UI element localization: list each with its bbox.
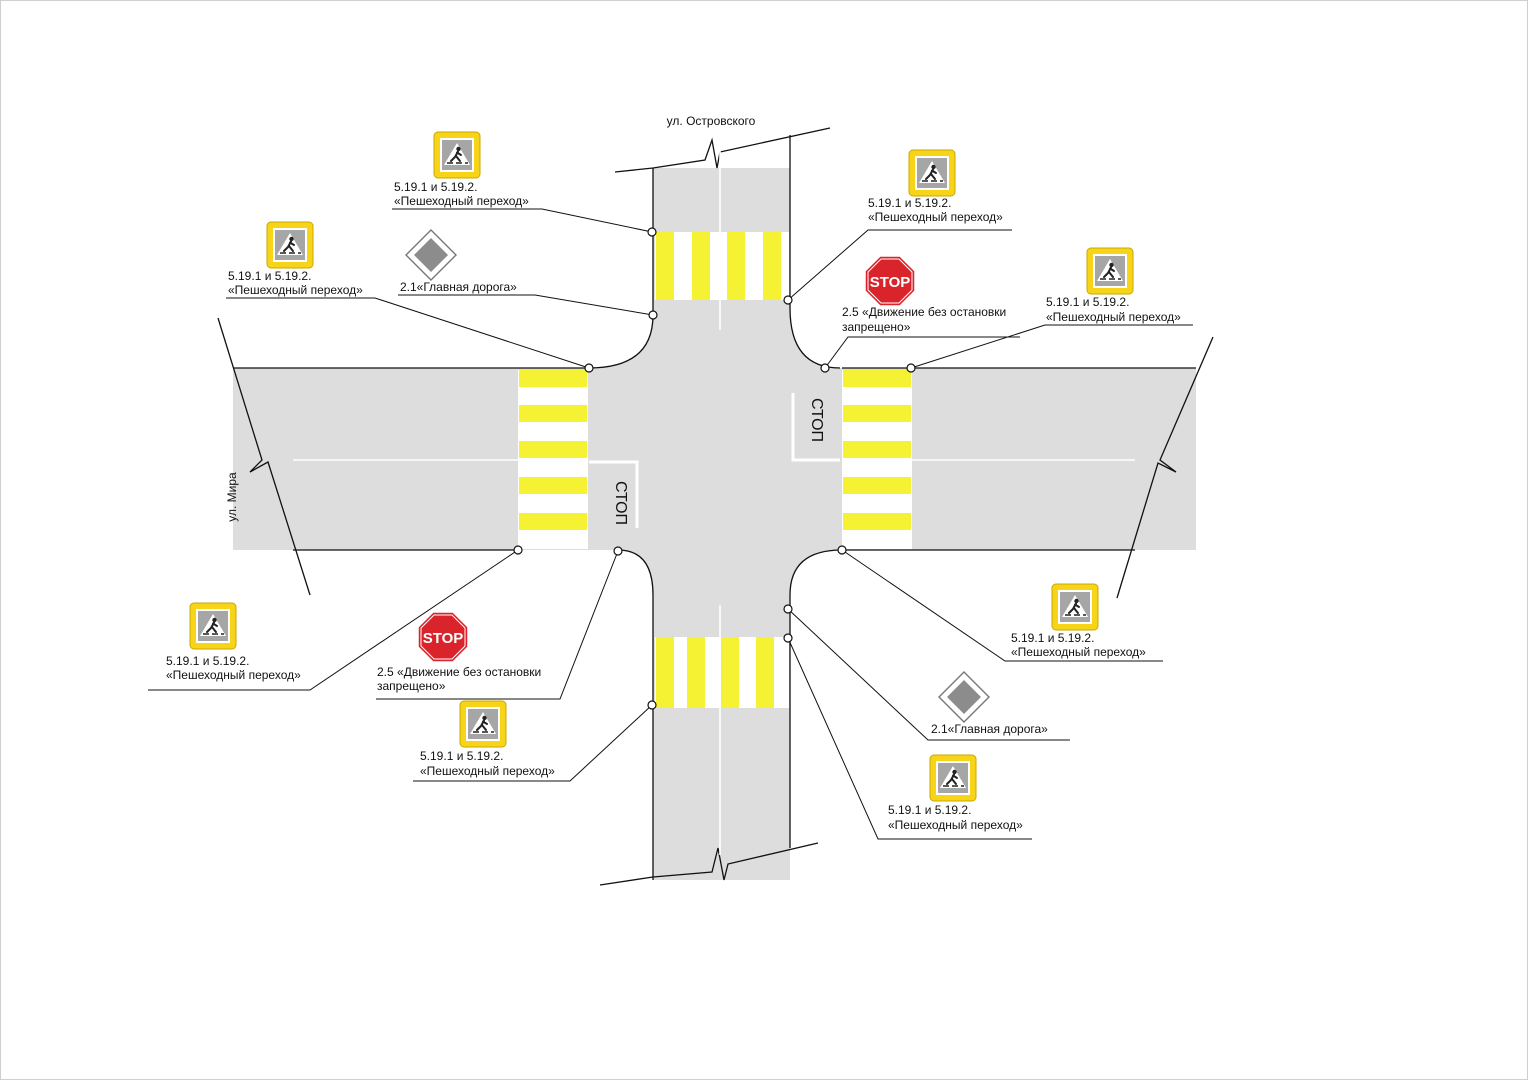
- crosswalk-stripe: [519, 370, 587, 387]
- pedestrian-crossing-sign-icon: [433, 131, 481, 179]
- main-road-sign-icon: [938, 671, 990, 723]
- crosswalk-stripe: [843, 405, 911, 422]
- crosswalk-stripe: [656, 637, 674, 708]
- sign-code: 5.19.1 и 5.19.2.: [166, 654, 249, 668]
- crosswalk-stripe: [519, 405, 587, 422]
- sign-code: 5.19.1 и 5.19.2.: [868, 196, 951, 210]
- stop-line-east: [791, 393, 840, 462]
- stop-marking-east: СТОП: [808, 398, 825, 442]
- sign-posts: [513, 227, 916, 710]
- sign-label: 2.1«Главная дорога»: [400, 280, 517, 294]
- stop-line-west: [589, 460, 639, 528]
- pedestrian-crossing-sign-icon: [189, 602, 237, 650]
- sign-label: 2.1«Главная дорога»: [931, 722, 1048, 736]
- crosswalk-stripe: [843, 477, 911, 494]
- sign-name: «Пешеходный переход»: [1046, 310, 1181, 324]
- sign-name: «Пешеходный переход»: [394, 194, 529, 208]
- main-road-sign-icon: [405, 229, 457, 281]
- crosswalk-stripe: [519, 441, 587, 458]
- stop-sign-text: STOP: [423, 630, 464, 647]
- post-marker: [647, 227, 657, 237]
- crosswalk-stripe: [692, 232, 710, 300]
- sign-code: 5.19.1 и 5.19.2.: [420, 749, 503, 763]
- sign-name: «Пешеходный переход»: [888, 818, 1023, 832]
- center-lines: [293, 150, 1135, 855]
- post-marker: [783, 633, 793, 643]
- crosswalk-south: [655, 637, 789, 708]
- crosswalk-north: [655, 232, 789, 300]
- crosswalk-stripe: [656, 232, 674, 300]
- corner-se: [790, 550, 842, 595]
- sign-name: «Пешеходный переход»: [166, 668, 301, 682]
- sign-code: 5.19.1 и 5.19.2.: [1011, 631, 1094, 645]
- sign-label-line1: 2.5 «Движение без остановки: [842, 305, 1006, 319]
- sign-code: 5.19.1 и 5.19.2.: [1046, 295, 1129, 309]
- post-marker: [837, 545, 847, 555]
- crosswalk-stripe: [519, 513, 587, 530]
- sign-code: 5.19.1 и 5.19.2.: [228, 269, 311, 283]
- post-marker: [906, 363, 916, 373]
- stop-lines: СТОП СТОП: [589, 393, 840, 528]
- sign-code: 5.19.1 и 5.19.2.: [394, 180, 477, 194]
- sign-name: «Пешеходный переход»: [420, 764, 555, 778]
- post-marker: [613, 546, 623, 556]
- post-marker: [648, 310, 658, 320]
- crosswalks: [518, 232, 912, 708]
- post-marker: [783, 295, 793, 305]
- sign-label-line2: запрещено»: [842, 320, 911, 334]
- post-marker: [513, 545, 523, 555]
- post-marker: [584, 363, 594, 373]
- pedestrian-crossing-sign-icon: [1086, 247, 1134, 295]
- sign-name: «Пешеходный переход»: [1011, 645, 1146, 659]
- pedestrian-crossing-sign-icon: [908, 149, 956, 197]
- crosswalk-stripe: [687, 637, 705, 708]
- corner-ne: [790, 308, 840, 368]
- stop-sign-icon: STOP: [864, 255, 916, 307]
- corner-nw: [589, 315, 653, 368]
- crosswalk-stripe: [763, 232, 781, 300]
- sign-label-line2: запрещено»: [377, 679, 446, 693]
- crosswalk-west: [518, 370, 588, 549]
- crosswalk-east: [842, 370, 912, 549]
- stop-sign-text: STOP: [870, 274, 911, 291]
- crosswalk-stripe: [519, 477, 587, 494]
- post-marker: [820, 363, 830, 373]
- corner-sw: [618, 550, 653, 595]
- crosswalk-stripe: [843, 513, 911, 530]
- crosswalk-stripe: [721, 637, 739, 708]
- street-name-north: ул. Островского: [667, 114, 756, 128]
- crosswalk-stripe: [843, 441, 911, 458]
- leader-lines: [148, 208, 1193, 840]
- sign-name: «Пешеходный переход»: [228, 283, 363, 297]
- crosswalk-stripe: [756, 637, 774, 708]
- pedestrian-crossing-sign-icon: [266, 221, 314, 269]
- crosswalk-stripe: [727, 232, 745, 300]
- sign-code: 5.19.1 и 5.19.2.: [888, 803, 971, 817]
- crosswalk-stripe: [843, 370, 911, 387]
- stop-sign-icon: STOP: [417, 611, 469, 663]
- post-marker: [647, 700, 657, 710]
- post-marker: [783, 604, 793, 614]
- pedestrian-crossing-sign-icon: [929, 754, 977, 802]
- sign-captions: 5.19.1 и 5.19.2. «Пешеходный переход» 5.…: [166, 180, 1181, 832]
- pedestrian-crossing-sign-icon: [459, 700, 507, 748]
- stop-marking-west: СТОП: [612, 481, 629, 525]
- sign-name: «Пешеходный переход»: [868, 210, 1003, 224]
- pedestrian-crossing-sign-icon: [1051, 583, 1099, 631]
- sign-label-line1: 2.5 «Движение без остановки: [377, 665, 541, 679]
- street-name-west: ул. Мира: [225, 472, 239, 522]
- road-edges: [217, 127, 1214, 886]
